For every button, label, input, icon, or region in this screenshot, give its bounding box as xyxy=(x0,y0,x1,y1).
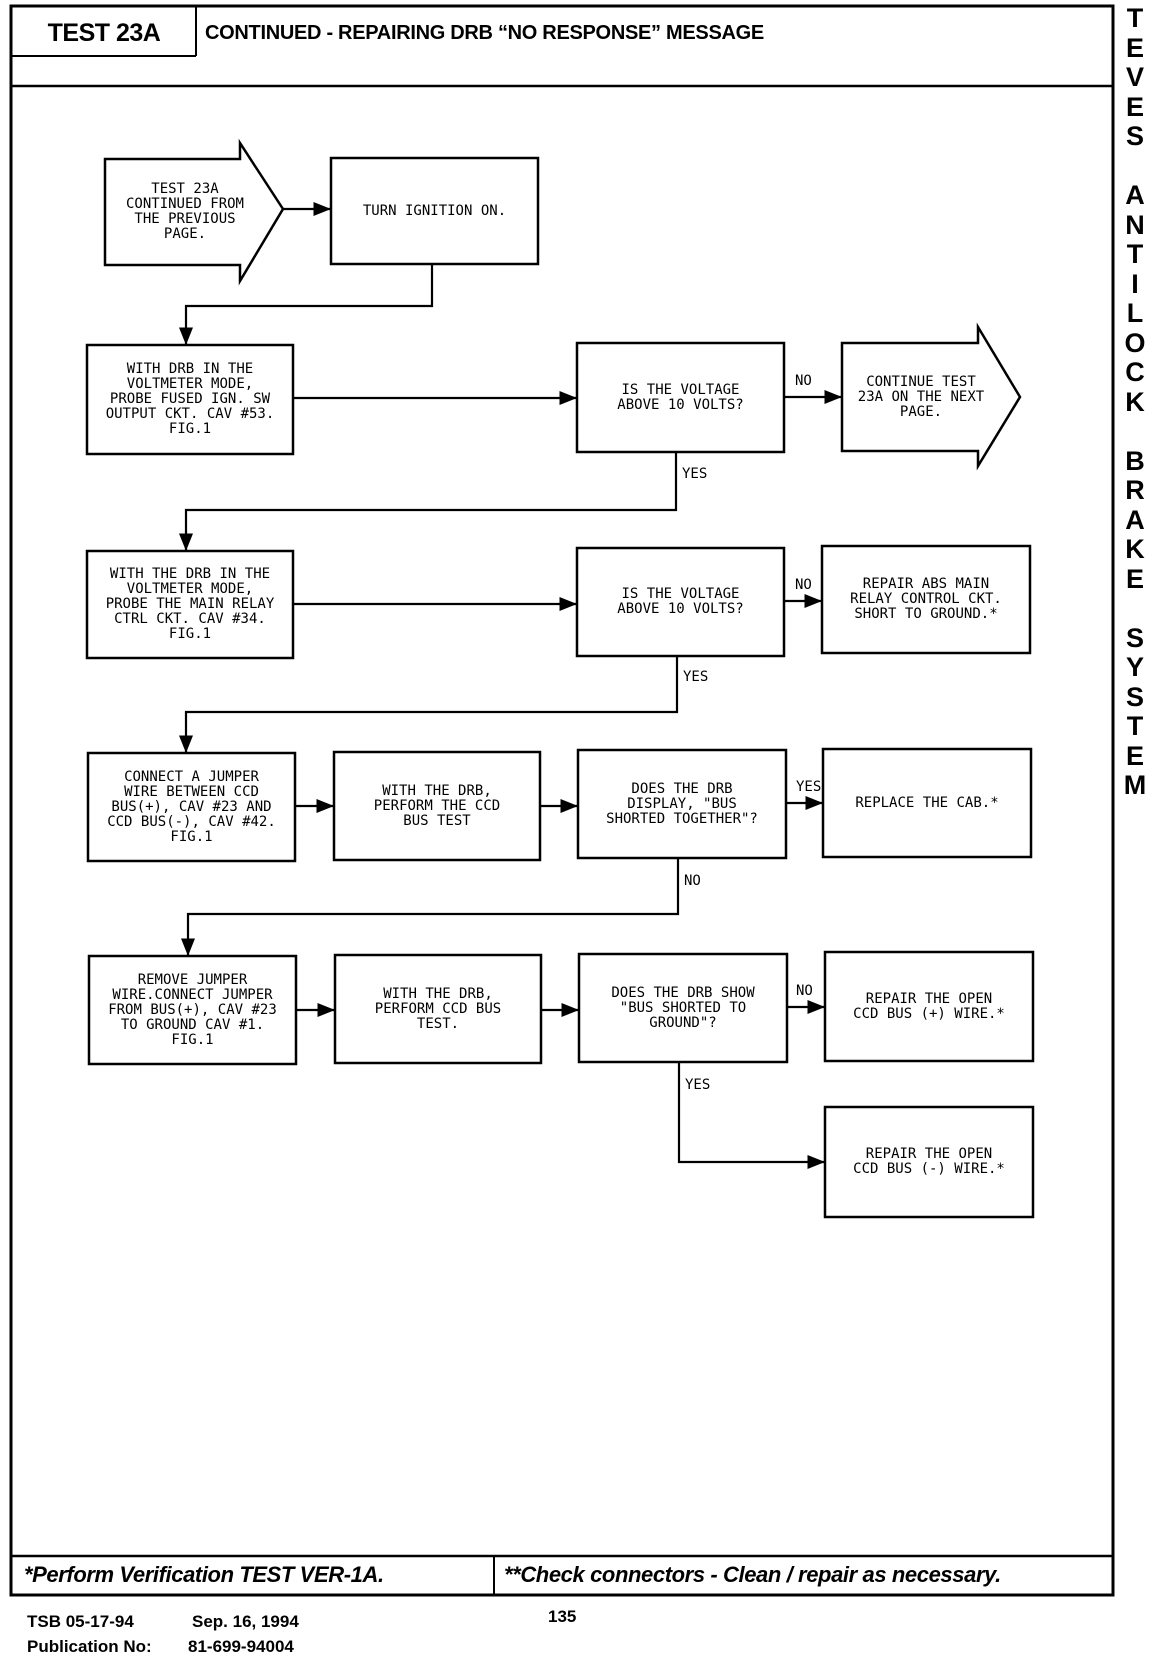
side-title-gap xyxy=(1120,152,1150,182)
side-title-letter: C xyxy=(1125,357,1145,387)
turn-ignition-box xyxy=(329,156,540,266)
side-title-letter: E xyxy=(1125,740,1144,771)
side-title-letter: K xyxy=(1125,534,1145,564)
edge-decision-1-yes xyxy=(178,452,678,551)
probe-fused-box xyxy=(85,343,295,456)
verification-note: *Perform Verification TEST VER-1A. xyxy=(24,1562,384,1587)
side-title-letter: T xyxy=(1126,3,1144,33)
edge-label-no-2: NO xyxy=(795,577,812,593)
perform-bus-test-2-text: WITH THE DRB, PERFORM CCD BUS TEST. xyxy=(374,985,502,1032)
probe-main-relay-box xyxy=(85,549,295,660)
perform-bus-test-1-text: WITH THE DRB, PERFORM THE CCD BUS TEST xyxy=(373,782,501,829)
continue-next-text: CONTINUE TEST 23A ON THE NEXT PAGE. xyxy=(857,373,985,420)
publication-date: Sep. 16, 1994 xyxy=(192,1612,299,1631)
edge-label-yes-1: YES xyxy=(682,466,708,482)
side-title-letter: I xyxy=(1131,268,1139,299)
side-title-letter: S xyxy=(1125,121,1144,151)
side-title-letter: T xyxy=(1126,711,1144,741)
decision-3-box xyxy=(576,748,788,860)
side-title-letter: L xyxy=(1126,298,1144,328)
repair-open-plus-text: REPAIR THE OPEN CCD BUS (+) WIRE.* xyxy=(853,990,1005,1022)
edge-decision-3-no xyxy=(180,858,680,956)
side-title-letter: R xyxy=(1125,475,1145,505)
turn-ignition-text: TURN IGNITION ON. xyxy=(362,202,507,219)
side-title-letter: Y xyxy=(1125,652,1144,682)
side-title-letter: S xyxy=(1125,681,1144,712)
publication-number: 81-699-94004 xyxy=(188,1637,294,1656)
page-number: 135 xyxy=(548,1607,577,1626)
decision-1-text: IS THE VOLTAGE ABOVE 10 VOLTS? xyxy=(617,381,744,413)
side-title-letter: T xyxy=(1126,239,1144,269)
side-title-letter: K xyxy=(1125,386,1145,417)
edge-label-yes-4: YES xyxy=(685,1077,711,1093)
remove-jumper-text: REMOVE JUMPER WIRE.CONNECT JUMPER FROM B… xyxy=(108,971,277,1048)
edge-label-no-3: NO xyxy=(684,873,701,889)
probe-fused-text: WITH DRB IN THE VOLTMETER MODE, PROBE FU… xyxy=(105,361,275,437)
side-title-letter: M xyxy=(1123,770,1147,800)
side-title-letter: N xyxy=(1125,209,1145,240)
edge-label-yes-3: YES xyxy=(796,779,822,795)
side-title-letter: E xyxy=(1125,91,1144,122)
repair-open-plus-box xyxy=(823,950,1035,1063)
flowchart-shapes xyxy=(85,138,1035,1219)
replace-cab-box xyxy=(821,747,1033,859)
decision-3-text: DOES THE DRB DISPLAY, "BUS SHORTED TOGET… xyxy=(606,780,758,827)
perform-bus-test-2-box xyxy=(333,953,543,1065)
side-title-letter: V xyxy=(1125,62,1144,92)
start-arrow-text: TEST 23A CONTINUED FROM THE PREVIOUS PAG… xyxy=(125,181,244,242)
probe-main-relay-text: WITH THE DRB IN THE VOLTMETER MODE, PROB… xyxy=(105,566,275,642)
repair-abs-relay-text: REPAIR ABS MAIN RELAY CONTROL CKT. SHORT… xyxy=(850,576,1002,622)
publication-label: Publication No: xyxy=(27,1637,152,1656)
connectors-note: **Check connectors - Clean / repair as n… xyxy=(504,1562,1001,1587)
side-title-letter: E xyxy=(1125,563,1144,594)
edge-ignition-to-probe-fused xyxy=(178,264,434,345)
decision-4-text: DOES THE DRB SHOW "BUS SHORTED TO GROUND… xyxy=(611,984,755,1031)
outer-border xyxy=(9,4,1115,1597)
side-title-letter: O xyxy=(1124,327,1146,358)
edge-label-no-4: NO xyxy=(796,983,813,999)
side-title-letter: B xyxy=(1125,445,1145,476)
flowchart-connectors xyxy=(178,201,842,1170)
remove-jumper-box xyxy=(87,954,298,1066)
decision-2-text: IS THE VOLTAGE ABOVE 10 VOLTS? xyxy=(617,586,744,617)
page-title: CONTINUED - REPAIRING DRB “NO RESPONSE” … xyxy=(205,21,764,44)
side-title-gap xyxy=(1120,417,1150,447)
edge-label-yes-2: YES xyxy=(683,669,709,685)
decision-4-box xyxy=(577,952,789,1064)
connect-jumper-box xyxy=(86,751,297,863)
edge-label-no-1: NO xyxy=(795,373,812,389)
edge-decision-2-yes xyxy=(178,656,679,753)
replace-cab-text: REPLACE THE CAB.* xyxy=(855,794,999,811)
repair-open-minus-text: REPAIR THE OPEN CCD BUS (-) WIRE.* xyxy=(853,1146,1005,1177)
side-title-gap xyxy=(1120,594,1150,624)
repair-open-minus-box xyxy=(823,1105,1035,1219)
side-title-letter: A xyxy=(1125,504,1145,535)
edge-decision-4-yes xyxy=(677,1062,825,1170)
decision-1-box xyxy=(575,341,786,454)
repair-abs-relay-box xyxy=(820,544,1032,655)
tsb-number: TSB 05-17-94 xyxy=(27,1612,134,1631)
side-title-letter: E xyxy=(1125,32,1144,63)
side-title-letter: S xyxy=(1125,622,1144,653)
test-label: TEST 23A xyxy=(47,18,161,47)
connect-jumper-text: CONNECT A JUMPER WIRE BETWEEN CCD BUS(+)… xyxy=(107,768,276,845)
continue-next-arrow-shape xyxy=(840,322,1022,471)
side-title-letter: A xyxy=(1125,180,1145,210)
start-arrow-shape xyxy=(103,138,285,286)
